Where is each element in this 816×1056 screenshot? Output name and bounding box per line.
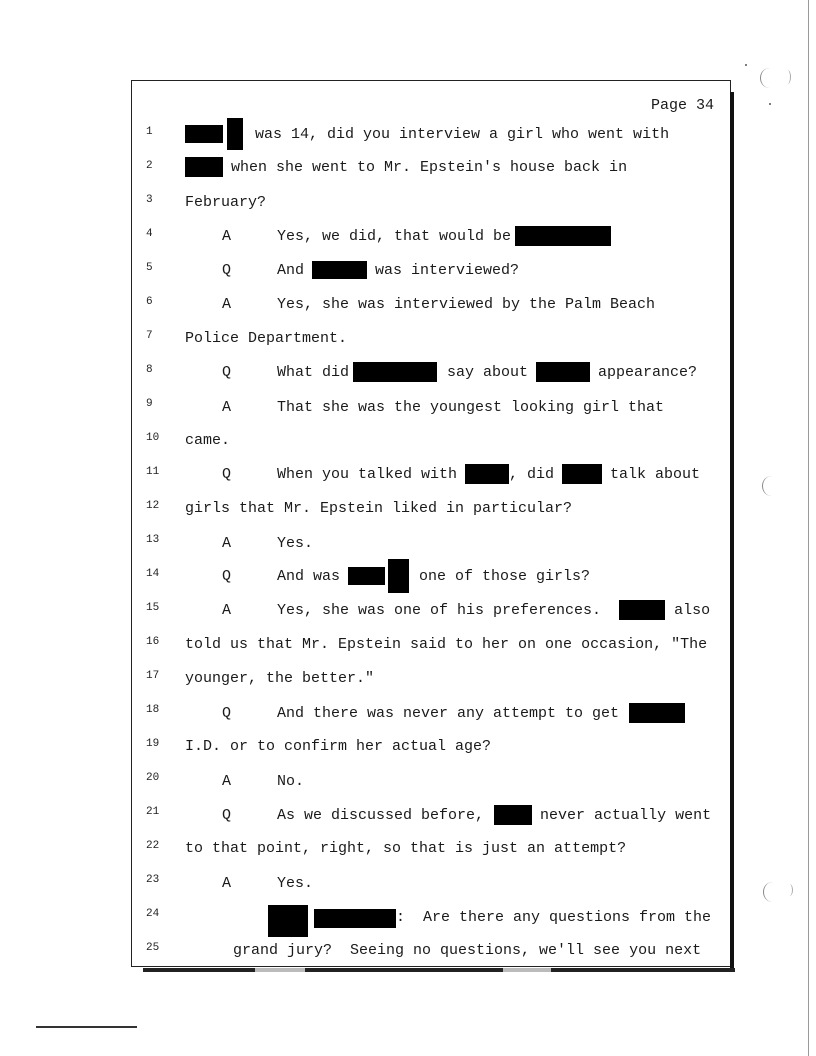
redaction-block — [629, 703, 686, 723]
transcript-line: when she went to Mr. Epstein's house bac… — [185, 157, 627, 177]
speaker-label: A — [222, 601, 232, 619]
speaker-label: A — [222, 398, 232, 416]
speaker-label: A — [222, 534, 232, 552]
transcript-line: Police Department. — [185, 329, 348, 347]
line-number: 9 — [146, 398, 153, 410]
transcript-line: girls that Mr. Epstein liked in particul… — [185, 499, 573, 517]
scan-speck — [745, 64, 747, 66]
redaction-block — [494, 805, 533, 825]
line-number: 20 — [146, 772, 160, 784]
line-number: 3 — [146, 194, 153, 206]
line-number: 21 — [146, 806, 160, 818]
redaction-block — [348, 567, 386, 585]
binder-hole-mark — [763, 882, 782, 902]
transcript-line: Q And was interviewed? — [185, 259, 519, 281]
speaker-label: A — [222, 772, 232, 790]
redaction-block — [619, 600, 666, 620]
line-number: 10 — [146, 432, 160, 444]
scan-speck — [769, 103, 771, 105]
transcript-line: was 14, did you interview a girl who wen… — [185, 118, 669, 150]
redaction-block — [185, 125, 223, 143]
transcript-line: A Yes, we did, that would be — [185, 225, 612, 247]
redaction-block — [465, 464, 510, 484]
line-number: 13 — [146, 534, 160, 546]
redaction-block — [515, 226, 612, 246]
redaction-block — [562, 464, 603, 484]
speaker-label: A — [222, 874, 232, 892]
line-number: 2 — [146, 160, 153, 172]
transcript-line: Q And there was never any attempt to get — [185, 702, 686, 724]
redaction-block — [268, 905, 308, 937]
transcript-line: Q When you talked with , did talk about — [185, 463, 700, 485]
redaction-block — [536, 362, 591, 382]
line-number: 22 — [146, 840, 160, 852]
transcript-line: younger, the better." — [185, 669, 375, 687]
line-number: 23 — [146, 874, 160, 886]
transcript-page-frame — [131, 80, 731, 967]
binder-hole-mark — [762, 476, 781, 496]
line-number: 4 — [146, 228, 153, 240]
line-number: 19 — [146, 738, 160, 750]
binder-hole-mark — [786, 884, 793, 896]
speaker-label: Q — [222, 704, 232, 722]
redaction-block — [353, 362, 438, 382]
frame-shadow — [143, 968, 735, 972]
line-number: 7 — [146, 330, 153, 342]
transcript-line: A Yes. — [185, 872, 313, 894]
redaction-block — [185, 157, 223, 177]
speaker-label: Q — [222, 465, 232, 483]
line-number: 11 — [146, 466, 160, 478]
transcript-line: A Yes. — [185, 532, 313, 554]
line-number: 17 — [146, 670, 160, 682]
speaker-label: Q — [222, 363, 232, 381]
transcript-line: grand jury? Seeing no questions, we'll s… — [233, 941, 702, 959]
redaction-block — [388, 559, 410, 593]
speaker-label: A — [222, 295, 232, 313]
transcript-line: A Yes, she was one of his preferences. a… — [185, 599, 710, 621]
line-number: 15 — [146, 602, 160, 614]
speaker-label: A — [222, 227, 232, 245]
transcript-line: A That she was the youngest looking girl… — [185, 396, 664, 418]
line-number: 12 — [146, 500, 160, 512]
line-number: 5 — [146, 262, 153, 274]
transcript-line: : Are there any questions from the — [268, 903, 711, 937]
footnote-rule — [36, 1026, 137, 1028]
line-number: 25 — [146, 942, 160, 954]
transcript-line: A Yes, she was interviewed by the Palm B… — [185, 293, 655, 315]
speaker-label: Q — [222, 806, 232, 824]
binder-hole-mark — [760, 68, 779, 88]
line-number: 16 — [146, 636, 160, 648]
frame-shadow — [730, 92, 734, 972]
line-number: 6 — [146, 296, 153, 308]
line-number: 8 — [146, 364, 153, 376]
speaker-label: Q — [222, 567, 232, 585]
transcript-line: to that point, right, so that is just an… — [185, 839, 627, 857]
line-number: 14 — [146, 568, 160, 580]
transcript-line: told us that Mr. Epstein said to her on … — [185, 635, 708, 653]
transcript-line: Q And was one of those girls? — [185, 553, 590, 599]
redaction-block — [314, 909, 396, 928]
redaction-block — [227, 118, 243, 150]
redaction-block — [312, 261, 368, 279]
transcript-line: came. — [185, 431, 231, 449]
page-number: Page 34 — [651, 97, 715, 114]
line-number: 1 — [146, 126, 153, 138]
line-number: 18 — [146, 704, 160, 716]
transcript-line: I.D. or to confirm her actual age? — [185, 737, 492, 755]
transcript-line: A No. — [185, 770, 304, 792]
binder-hole-mark — [784, 70, 791, 84]
speaker-label: Q — [222, 261, 232, 279]
transcript-line: Q What did say about appearance? — [185, 361, 697, 383]
transcript-line: Q As we discussed before, never actually… — [185, 804, 711, 826]
scan-edge — [808, 0, 809, 1056]
transcript-line: February? — [185, 193, 267, 211]
line-number: 24 — [146, 908, 160, 920]
